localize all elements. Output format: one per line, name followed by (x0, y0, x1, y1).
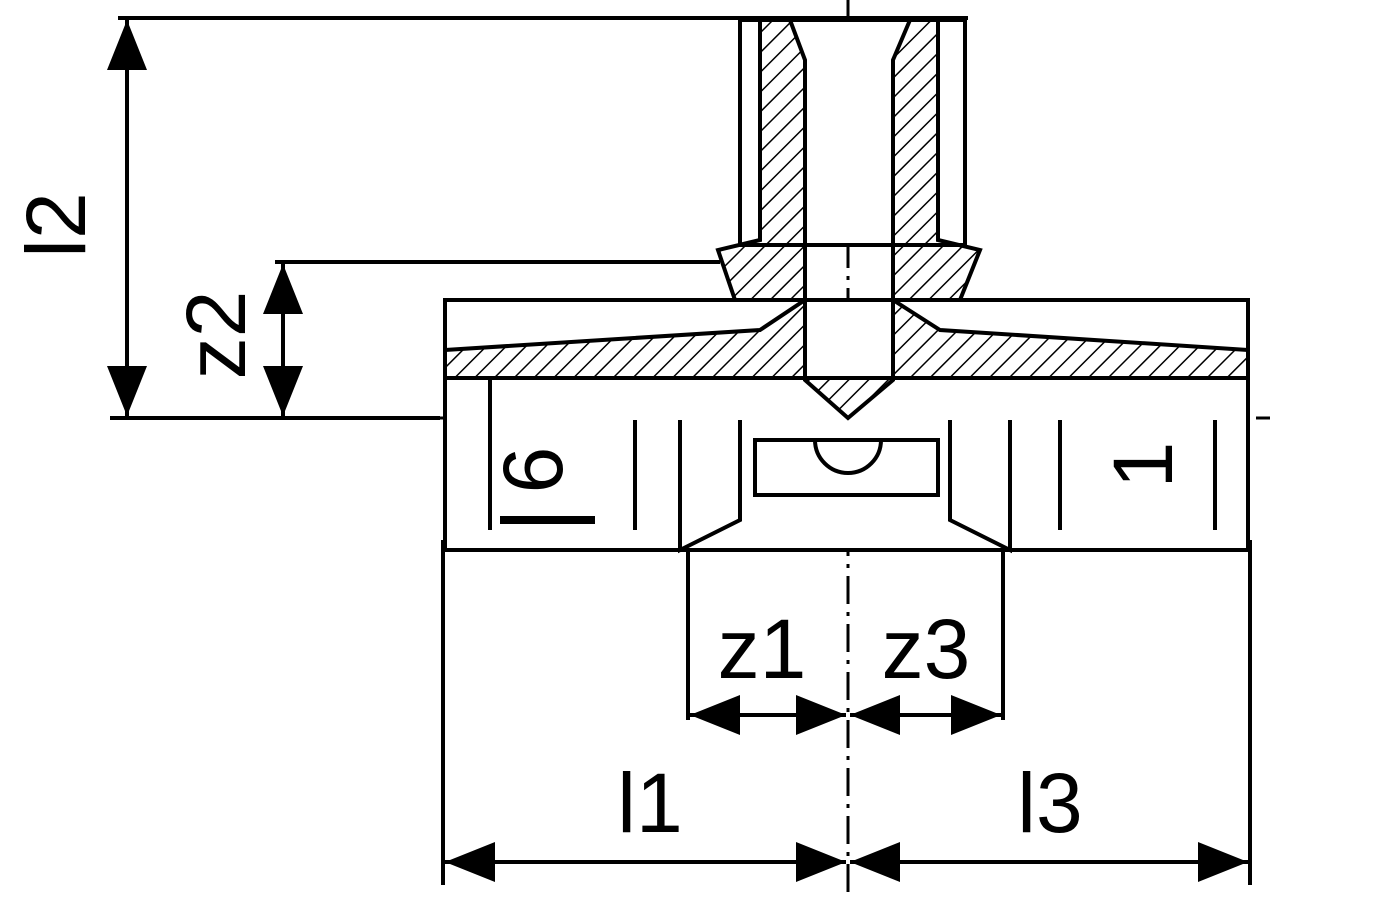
label-l2: l2 (9, 192, 103, 257)
fitting-body (443, 18, 1250, 554)
label-z3: z3 (882, 602, 971, 696)
label-l3: l3 (1017, 756, 1082, 850)
label-z2: z2 (169, 291, 263, 380)
fitting-mark-left: 6 (486, 447, 580, 494)
dimension-lines (107, 19, 1248, 882)
label-z1: z1 (718, 602, 807, 696)
label-l1: l1 (617, 756, 682, 850)
fitting-mark-right: 1 (1096, 442, 1190, 489)
